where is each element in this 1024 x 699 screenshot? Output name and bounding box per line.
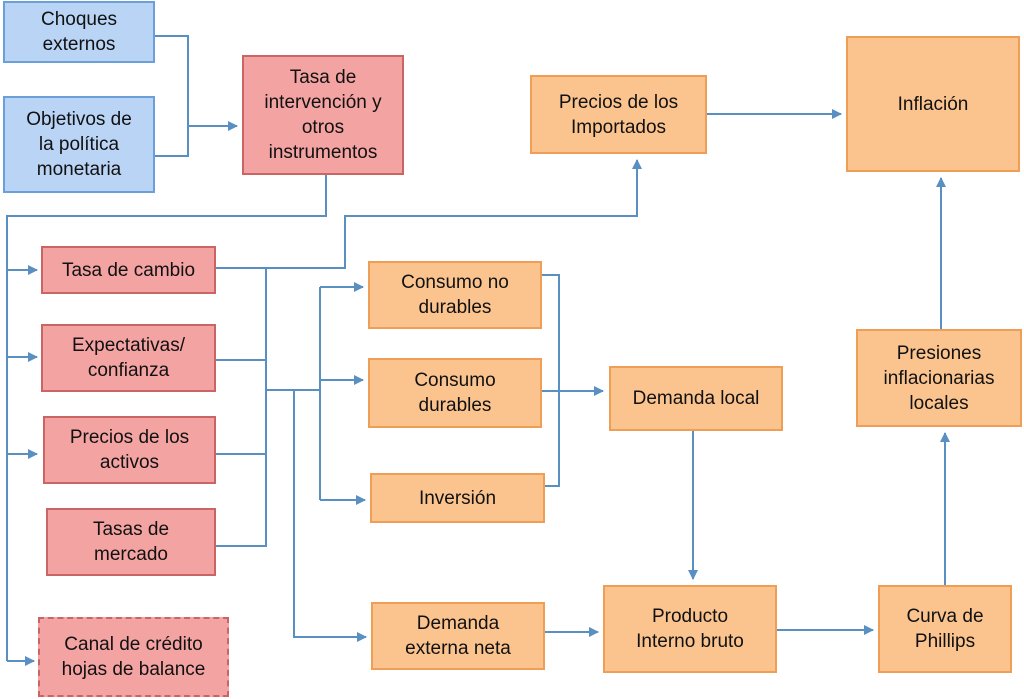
label-precios-activos: Precios de los activos (69, 427, 190, 473)
label-tasa-intervencion: Tasa de intervención y otros instrumento… (264, 67, 382, 163)
node-choques-externos: Choques externos (3, 1, 155, 63)
label-objetivos-politica: Objetivos de la política monetaria (26, 109, 132, 180)
label-inflacion: Inflación (897, 93, 969, 115)
node-inflacion: Inflación (846, 36, 1020, 172)
node-pib: Producto Interno bruto (603, 585, 777, 673)
node-consumo-durables: Consumo durables (368, 358, 542, 428)
label-tasas-mercado: Tasas de mercado (92, 519, 170, 565)
node-demanda-externa: Demanda externa neta (371, 602, 545, 670)
node-presiones-inflacionarias: Presiones inflacionarias locales (856, 329, 1022, 427)
node-precios-importados: Precios de los Importados (530, 75, 707, 154)
label-consumo-durables: Consumo durables (414, 370, 496, 416)
label-presiones-inflacionarias: Presiones inflacionarias locales (883, 342, 995, 414)
node-tasa-cambio: Tasa de cambio (41, 246, 216, 294)
label-demanda-externa: Demanda externa neta (405, 613, 511, 659)
connector-choques (155, 35, 189, 157)
label-canal-credito: Canal de crédito hojas de balance (61, 634, 206, 680)
node-tasas-mercado: Tasas de mercado (46, 508, 216, 576)
label-pib: Producto Interno bruto (636, 606, 744, 652)
node-inversion: Inversión (370, 473, 545, 523)
label-consumo-no-durables: Consumo no durables (401, 272, 509, 318)
label-curva-phillips: Curva de Phillips (906, 606, 984, 652)
label-demanda-local: Demanda local (632, 388, 760, 409)
node-tasa-intervencion: Tasa de intervención y otros instrumento… (242, 55, 404, 175)
label-precios-importados: Precios de los Importados (558, 91, 679, 138)
node-canal-credito: Canal de crédito hojas de balance (38, 617, 229, 697)
node-precios-activos: Precios de los activos (43, 416, 216, 484)
node-expectativas: Expectativas/ confianza (41, 324, 216, 392)
label-tasa-cambio: Tasa de cambio (61, 259, 196, 281)
connector-demand-collector (542, 274, 560, 487)
label-choques-externos: Choques externos (40, 9, 118, 55)
node-demanda-local: Demanda local (609, 366, 783, 431)
label-inversion: Inversión (418, 487, 497, 509)
arrow-to-demanda-externa (293, 390, 367, 642)
label-expectativas: Expectativas/ confianza (72, 335, 185, 381)
connector-channels-collector (216, 268, 267, 547)
node-consumo-no-durables: Consumo no durables (368, 261, 542, 329)
connector-intervencion-trunk (6, 175, 327, 661)
node-objetivos-politica: Objetivos de la política monetaria (3, 96, 155, 193)
node-curva-phillips: Curva de Phillips (878, 585, 1012, 673)
arrow-to-precios-importados (216, 159, 642, 269)
